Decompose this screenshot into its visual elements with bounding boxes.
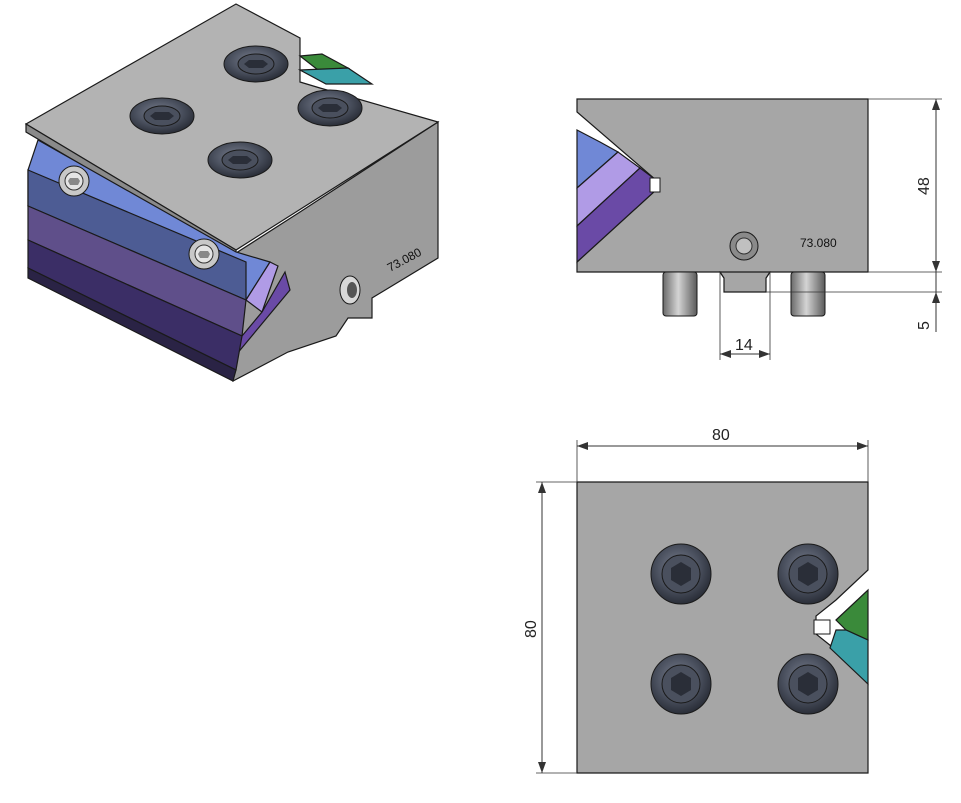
top-view: 80 80 (523, 427, 869, 774)
side-part-marking: 73.080 (800, 236, 837, 250)
side-pin-left (662, 271, 698, 317)
isometric-view: 73.080 (24, 3, 440, 382)
iso-base-bottom (27, 267, 237, 382)
iso-blade-screw-2-icon (188, 238, 220, 270)
top-screw-4-icon (777, 653, 839, 715)
side-hole-icon (729, 231, 759, 261)
dim-side-offset: 5 (916, 321, 933, 330)
iso-screw-1-icon (223, 45, 289, 83)
iso-blade-teal (297, 67, 374, 85)
side-view: 73.080 48 5 14 (576, 98, 942, 360)
iso-screw-2-icon (129, 97, 195, 135)
top-screw-3-icon (650, 653, 712, 715)
top-slot (813, 619, 831, 635)
side-slot (649, 177, 661, 193)
iso-screw-4-icon (207, 141, 273, 179)
iso-side-hole-icon (339, 275, 361, 305)
top-screw-2-icon (777, 543, 839, 605)
dim-top-width: 80 (712, 427, 730, 444)
dim-pin-spacing: 14 (735, 337, 753, 354)
iso-right-face (232, 120, 439, 382)
top-blade-teal (829, 629, 869, 686)
iso-screw-3-icon (297, 89, 363, 127)
iso-blade-lavender (245, 261, 279, 313)
side-pin-right (790, 271, 826, 317)
iso-blade-screw-1-icon (58, 165, 90, 197)
dim-side-height: 48 (916, 177, 933, 195)
iso-blade-green (298, 53, 351, 71)
dim-top-depth: 80 (523, 620, 540, 638)
iso-top-face (24, 3, 440, 251)
side-bottom-step (718, 271, 772, 293)
top-screw-1-icon (650, 543, 712, 605)
